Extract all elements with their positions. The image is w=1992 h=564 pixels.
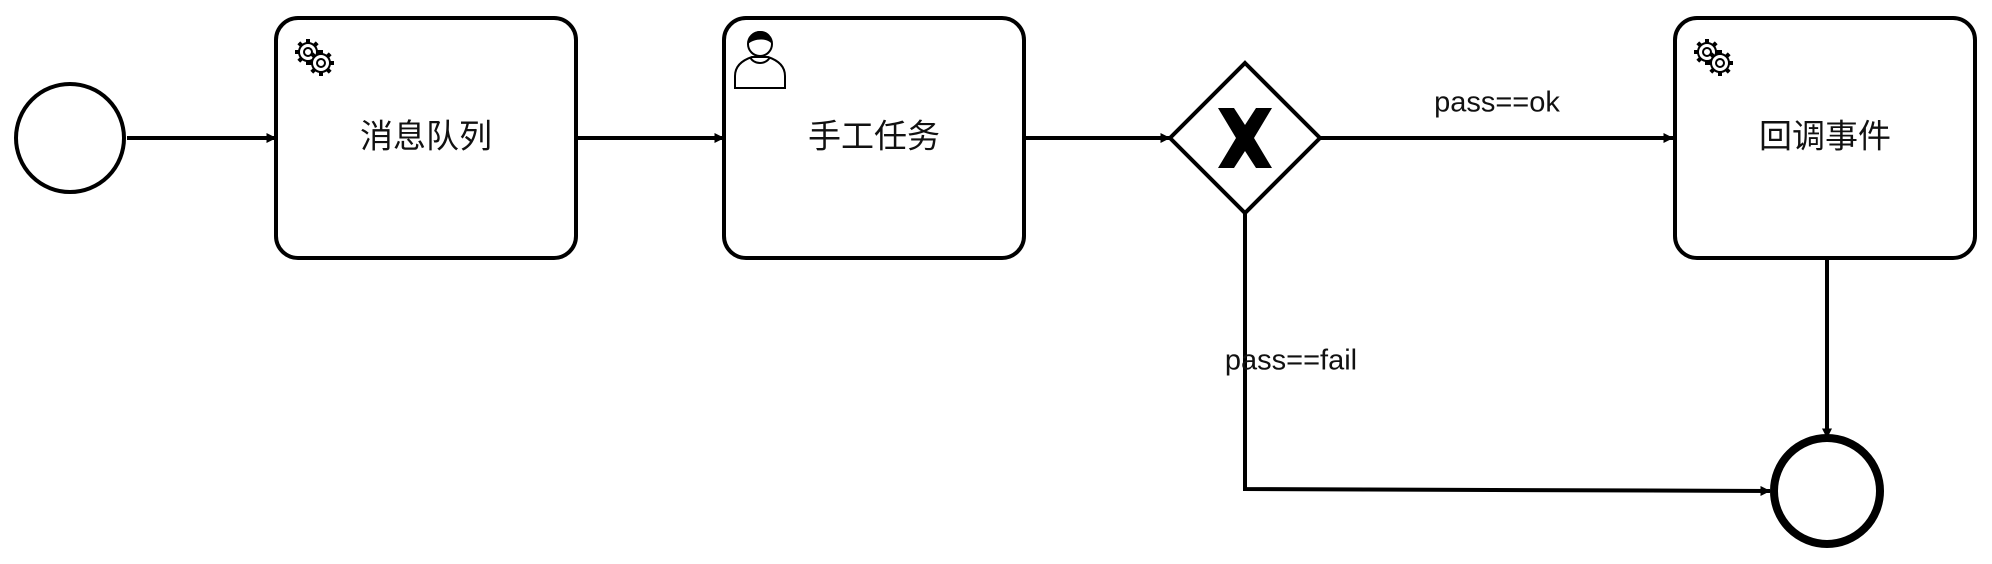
- user-icon: [734, 31, 786, 89]
- flow-label-pass-ok: pass==ok: [1434, 87, 1560, 119]
- task-label-message-queue: 消息队列: [360, 117, 492, 156]
- end-event[interactable]: [1770, 434, 1884, 548]
- exclusive-gateway[interactable]: [1167, 60, 1323, 216]
- sequence-flows: [127, 133, 1832, 496]
- task-label-manual: 手工任务: [808, 117, 940, 156]
- task-callback[interactable]: 回调事件: [1673, 16, 1977, 260]
- task-message-queue[interactable]: 消息队列: [274, 16, 578, 260]
- start-event[interactable]: [14, 82, 126, 194]
- task-manual[interactable]: 手工任务: [722, 16, 1026, 260]
- flow-label-pass-fail: pass==fail: [1225, 345, 1357, 377]
- flow-gateway-to-end[interactable]: [1243, 213, 1771, 496]
- task-label-callback: 回调事件: [1759, 117, 1891, 156]
- gateway-x-marker: [1218, 108, 1272, 168]
